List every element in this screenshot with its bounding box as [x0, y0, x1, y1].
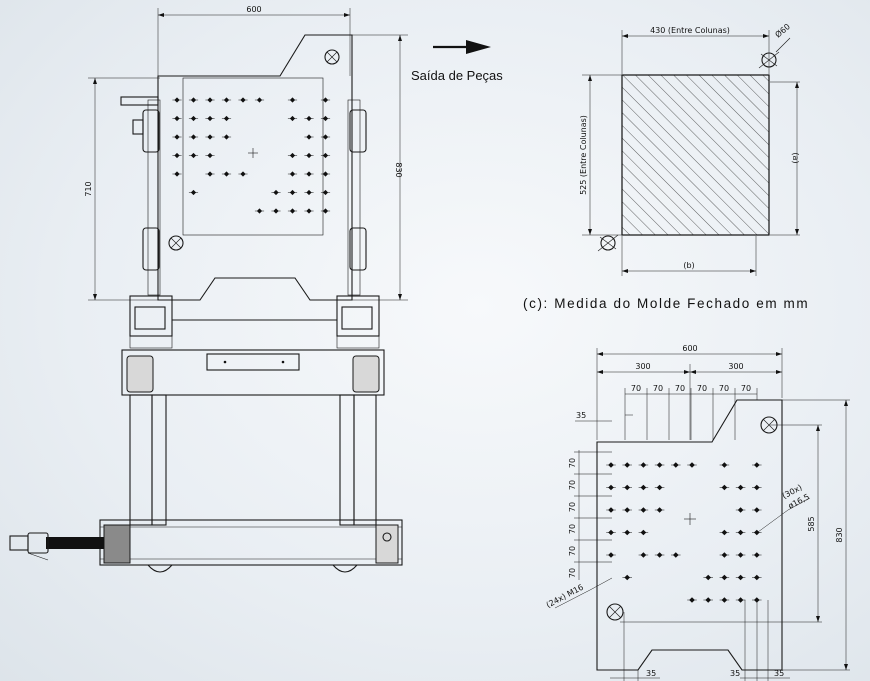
- pitch-top-label: 70: [631, 384, 641, 393]
- platen-view: 600 300 300 70 70 70 70 70 70 35 70 70 70 70 70 70: [545, 344, 850, 681]
- platen-bottom-35-b: 35: [774, 669, 784, 678]
- platen-height-inner-dim: 585: [807, 516, 816, 531]
- platen-edge-dim: 35: [576, 411, 586, 420]
- pitch-top-label: 70: [653, 384, 663, 393]
- tie-bar-diameter-dim: Ø60: [773, 21, 792, 39]
- tie-bar-dim-b: (b): [683, 261, 694, 270]
- platen-bottom-35-a: 35: [730, 669, 740, 678]
- tie-bar-dim-a: (a): [791, 152, 800, 163]
- platen-bottom-35-left: 35: [646, 669, 656, 678]
- tie-bar-view: 430 (Entre Colunas) 525 (Entre Colunas) …: [579, 21, 800, 276]
- front-height-left-dim: 710: [84, 181, 93, 196]
- platen-pitch-left: 70 70 70 70 70 70: [568, 451, 612, 578]
- pitch-top-label: 70: [697, 384, 707, 393]
- platen-half-left-dim: 300: [635, 362, 650, 371]
- tie-bar-height-dim: 525 (Entre Colunas): [579, 115, 588, 195]
- exit-label: Saída de Peças: [411, 68, 503, 83]
- pitch-top-label: 70: [741, 384, 751, 393]
- tie-bar-width-dim: 430 (Entre Colunas): [650, 26, 730, 35]
- pitch-left-label: 70: [568, 524, 577, 534]
- platen-width-dim: 600: [682, 344, 697, 353]
- platen-half-right-dim: 300: [728, 362, 743, 371]
- platen-pitch-top: 70 70 70 70 70 70: [624, 384, 758, 440]
- pitch-left-label: 70: [568, 546, 577, 556]
- pitch-left-label: 70: [568, 502, 577, 512]
- pitch-left-label: 70: [568, 480, 577, 490]
- platen-height-total-dim: 830: [835, 527, 844, 542]
- pitch-left-label: 70: [568, 568, 577, 578]
- platen-thread-note: (24x) M16: [545, 583, 585, 610]
- front-width-dim: 600: [246, 5, 261, 14]
- pitch-top-label: 70: [675, 384, 685, 393]
- platen-hole-pattern: [606, 462, 762, 603]
- front-height-right-dim: 830: [394, 162, 403, 177]
- pitch-top-label: 70: [719, 384, 729, 393]
- pitch-left-label: 70: [568, 458, 577, 468]
- tie-bar-caption: (c): Medida do Molde Fechado em mm: [523, 296, 809, 311]
- exit-arrow: [433, 40, 491, 54]
- front-view: 600 710 830: [9, 5, 408, 573]
- front-hole-pattern: [172, 97, 331, 214]
